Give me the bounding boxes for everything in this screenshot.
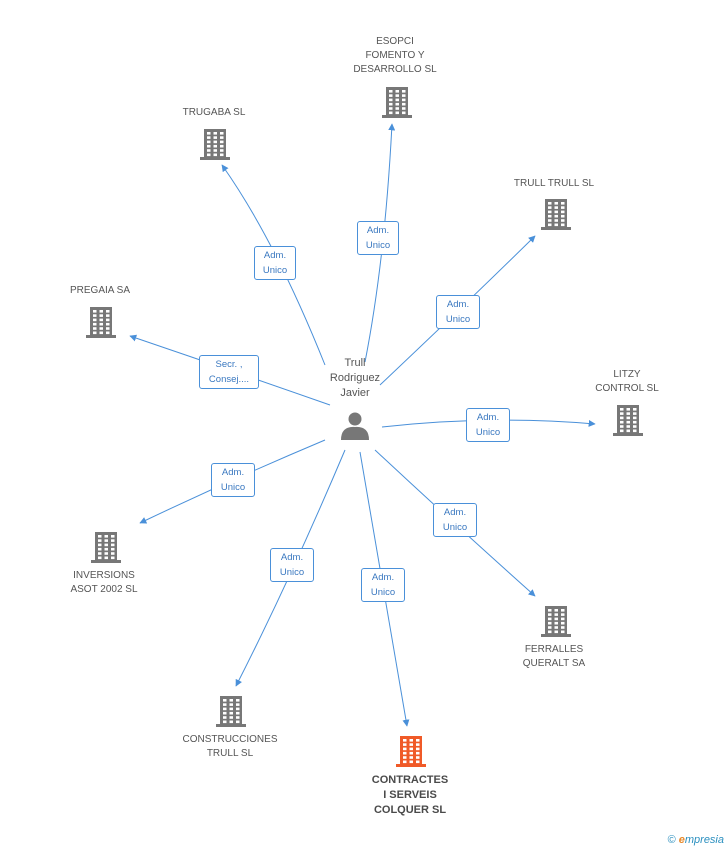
company-name-litzy[interactable]: LITZY CONTROL SL xyxy=(595,369,659,394)
footer-brand: © empresia xyxy=(668,834,724,846)
copyright-symbol: © xyxy=(667,834,676,846)
brand-name: mpresia xyxy=(684,834,724,846)
brand-initial: e xyxy=(678,834,685,846)
relation-label-inversions[interactable]: Adm. Unico xyxy=(211,463,255,497)
building-icon[interactable] xyxy=(382,87,412,118)
relation-label-esopci[interactable]: Adm. Unico xyxy=(357,221,399,255)
building-icon[interactable] xyxy=(613,405,643,436)
relation-label-litzy[interactable]: Adm. Unico xyxy=(466,408,510,442)
relation-label-trugaba[interactable]: Adm. Unico xyxy=(254,246,296,280)
person-name[interactable]: Trull Rodriguez Javier xyxy=(329,357,381,399)
building-icon[interactable] xyxy=(200,129,230,160)
company-name-trugaba[interactable]: TRUGABA SL xyxy=(182,107,246,118)
relation-label-trulltrull[interactable]: Adm. Unico xyxy=(436,295,480,329)
building-icon[interactable] xyxy=(541,606,571,637)
relation-label-pregaia[interactable]: Secr. , Consej.... xyxy=(199,355,259,389)
building-icon[interactable] xyxy=(86,307,116,338)
company-name-contractes[interactable]: CONTRACTES I SERVEIS COLQUER SL xyxy=(371,774,449,816)
building-icon[interactable] xyxy=(396,736,426,767)
company-name-construcciones[interactable]: CONSTRUCCIONES TRULL SL xyxy=(182,734,278,759)
person-icon[interactable] xyxy=(341,412,369,441)
relation-label-ferralles[interactable]: Adm. Unico xyxy=(433,503,477,537)
company-name-trulltrull[interactable]: TRULL TRULL SL xyxy=(513,178,595,189)
company-name-pregaia[interactable]: PREGAIA SA xyxy=(69,285,131,296)
company-name-inversions[interactable]: INVERSIONS ASOT 2002 SL xyxy=(70,570,138,595)
building-icon[interactable] xyxy=(216,696,246,727)
company-name-ferralles[interactable]: FERRALLES QUERALT SA xyxy=(522,644,586,669)
building-icon[interactable] xyxy=(541,199,571,230)
building-icon[interactable] xyxy=(91,532,121,563)
company-name-esopci[interactable]: ESOPCI FOMENTO Y DESARROLLO SL xyxy=(353,36,437,75)
relation-label-construcciones[interactable]: Adm. Unico xyxy=(270,548,314,582)
relation-label-contractes[interactable]: Adm. Unico xyxy=(361,568,405,602)
